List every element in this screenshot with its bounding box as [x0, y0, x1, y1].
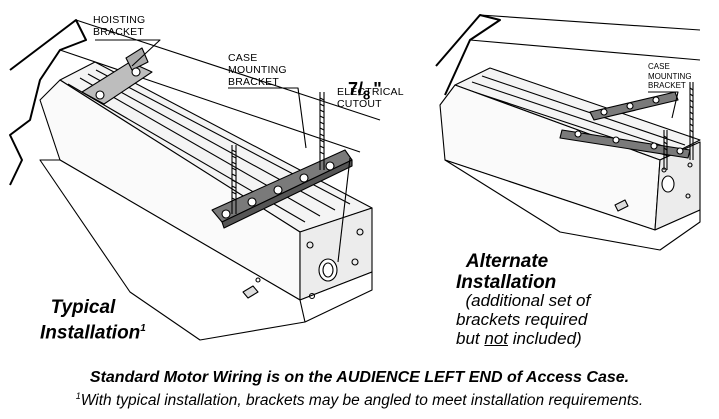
- hoisting-bracket-label: HOISTING BRACKET: [93, 14, 146, 38]
- footnote-text: With typical installation, brackets may …: [80, 392, 644, 410]
- cutout-leader: [337, 157, 351, 263]
- alt-ceiling-break-line: [435, 14, 501, 96]
- alt-bracket-upper: [589, 91, 679, 121]
- cutout-unit: ": [373, 79, 382, 99]
- threaded-rod-left: [231, 145, 237, 214]
- case-mounting-leader: [228, 87, 307, 149]
- alternate-note3-pre: but: [456, 329, 485, 348]
- typical-installation-drawing: [9, 19, 381, 341]
- hoisting-leader: [95, 39, 161, 67]
- alternate-note1: (additional set of: [465, 291, 591, 310]
- alternate-note3-post: included): [508, 329, 582, 348]
- typical-line2: Installation: [40, 322, 141, 344]
- footnote-mark: 1: [75, 391, 81, 401]
- electrical-cutout-label: ELECTRICAL CUTOUT: [337, 86, 404, 110]
- cutout-denominator: 8: [363, 87, 371, 103]
- threaded-rod-right: [319, 92, 325, 170]
- alternate-note3-underlined: not: [484, 329, 508, 348]
- case-mounting-bracket-label: CASE MOUNTING BRACKET: [228, 52, 287, 88]
- wiring-caption: Standard Motor Wiring is on the AUDIENCE…: [89, 369, 630, 386]
- electrical-cutout-hole: [318, 258, 338, 282]
- case-trim-flange: [39, 159, 373, 341]
- alternate-line1: Alternate: [465, 251, 549, 272]
- cutout-numerator: 7: [348, 79, 359, 99]
- ceiling-break-line: [9, 19, 87, 186]
- alternate-note2: brackets required: [456, 310, 588, 329]
- typical-footnote-mark: 1: [140, 323, 146, 334]
- alt-case-mounting-bracket-label: CASE MOUNTING BRACKET: [648, 62, 692, 90]
- alt-case-mounting-leader: [648, 91, 679, 119]
- cutout-size-label: 7/8": [348, 79, 382, 103]
- typical-line1: Typical: [50, 297, 116, 318]
- installation-diagram: [9, 14, 701, 341]
- footnote-caption: 1With typical installation, brackets may…: [0, 391, 719, 410]
- alternate-line2: Installation: [456, 272, 557, 293]
- alternate-installation-drawing: [435, 14, 701, 251]
- alt-bracket-lower: [559, 129, 691, 159]
